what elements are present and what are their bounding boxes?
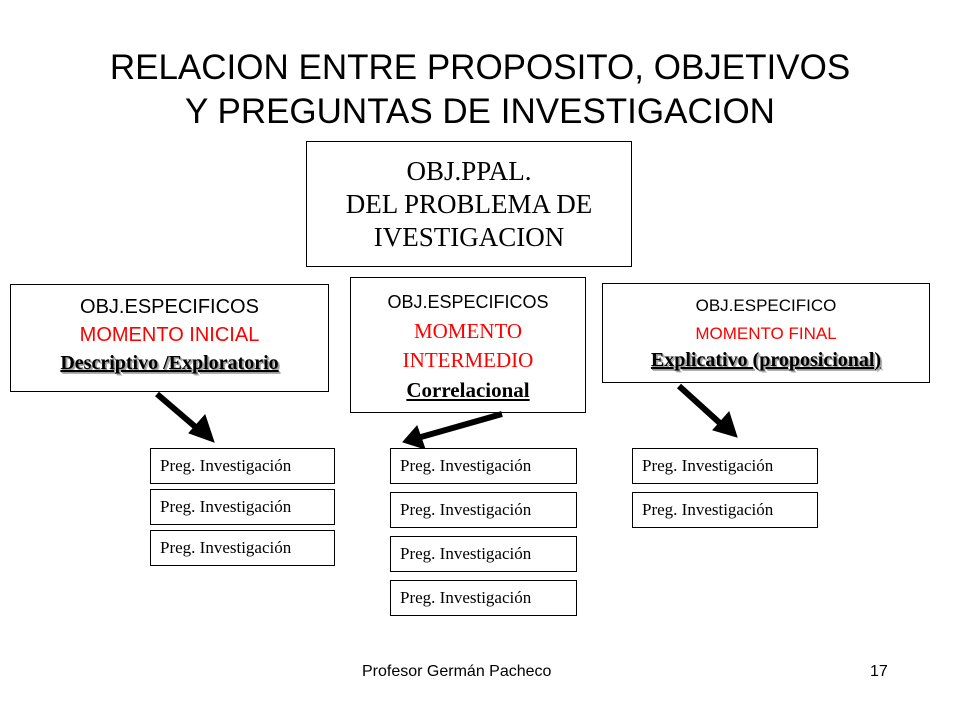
objective-type: Descriptivo /Exploratorio (60, 352, 279, 374)
question-box-right-1: Preg. Investigación (632, 448, 818, 484)
objective-moment-line-2: INTERMEDIO (402, 348, 534, 372)
objective-box-initial: OBJ.ESPECIFICOS MOMENTO INICIAL Descript… (10, 284, 329, 392)
objective-moment: MOMENTO FINAL (695, 324, 837, 343)
objective-type: Correlacional (406, 378, 530, 402)
question-box-left-1: Preg. Investigación (150, 448, 335, 484)
footer-page-number: 17 (870, 663, 888, 680)
objective-moment: MOMENTO INICIAL (79, 324, 260, 346)
title-line-2: Y PREGUNTAS DE INVESTIGACION (185, 92, 775, 131)
question-box-middle-4: Preg. Investigación (390, 580, 577, 616)
question-box-left-2: Preg. Investigación (150, 489, 335, 525)
main-objective-line-1: OBJ.PPAL. (406, 156, 532, 186)
title-line-1: RELACION ENTRE PROPOSITO, OBJETIVOS (109, 48, 851, 87)
objective-heading: OBJ.ESPECIFICO (695, 296, 837, 315)
main-objective-line-3: IVESTIGACION (373, 222, 565, 252)
question-box-right-2: Preg. Investigación (632, 492, 818, 528)
arrow-final (676, 383, 738, 438)
question-box-middle-1: Preg. Investigación (390, 448, 577, 484)
main-objective-line-2: DEL PROBLEMA DE (345, 189, 593, 219)
footer-author: Profesor Germán Pacheco (362, 663, 552, 680)
main-objective-box: OBJ.PPAL. DEL PROBLEMA DE IVESTIGACION (306, 141, 632, 267)
objective-type: Explicativo (proposicional) (650, 349, 882, 371)
objective-moment-line-1: MOMENTO (413, 319, 523, 343)
objective-box-intermediate: OBJ.ESPECIFICOS MOMENTO INTERMEDIO Corre… (350, 277, 586, 413)
question-box-middle-2: Preg. Investigación (390, 492, 577, 528)
arrow-initial (155, 391, 215, 443)
objective-heading: OBJ.ESPECIFICOS (80, 296, 259, 318)
question-box-middle-3: Preg. Investigación (390, 536, 577, 572)
question-box-left-3: Preg. Investigación (150, 530, 335, 566)
objective-box-final: OBJ.ESPECIFICO MOMENTO FINAL Explicativo… (602, 283, 930, 383)
slide-title: RELACION ENTRE PROPOSITO, OBJETIVOS Y PR… (0, 46, 960, 134)
arrow-intermediate (402, 411, 503, 450)
objective-heading: OBJ.ESPECIFICOS (387, 292, 549, 312)
